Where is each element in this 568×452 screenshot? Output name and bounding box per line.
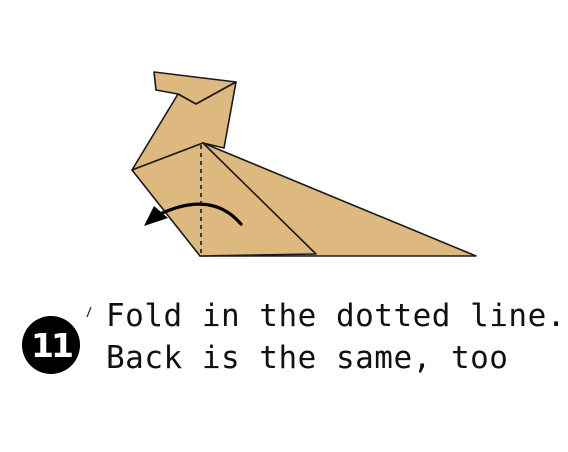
tick-mark: [86, 306, 92, 318]
origami-front-flap: [131, 142, 317, 257]
origami-fold-diagram: [131, 71, 477, 257]
instruction-line-1: Fold in the dotted line.: [106, 298, 566, 334]
origami-model: [131, 71, 477, 257]
arrow-head-icon: [144, 206, 168, 226]
curved-arrow-left-icon: [158, 202, 243, 226]
step-number-badge: 11: [22, 316, 80, 374]
instruction-line-2: Back is the same, too: [106, 340, 509, 376]
step-number: 11: [31, 325, 74, 365]
